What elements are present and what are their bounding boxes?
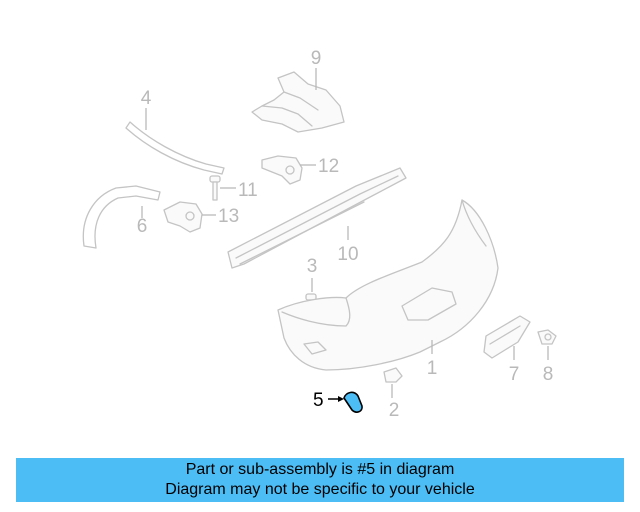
callout-2: 2 (389, 400, 400, 421)
part-4-arch-trim (125, 121, 225, 175)
callout-10: 10 (337, 244, 358, 265)
callout-3: 3 (307, 256, 318, 277)
part-10-absorber (227, 167, 407, 269)
part-6-arch-flare (82, 185, 161, 249)
part-11-bolt (209, 175, 221, 201)
part-8-fastener (537, 329, 557, 345)
info-banner: Part or sub-assembly is #5 in diagram Di… (16, 458, 624, 502)
part-1-bumper-cover (277, 199, 499, 371)
callout-9: 9 (311, 48, 322, 69)
callout-13: 13 (218, 206, 239, 227)
part-7-side-trim (483, 315, 531, 359)
leader-5-arrowhead (338, 396, 344, 402)
part-5-reflector (343, 391, 363, 413)
callout-1: 1 (427, 358, 438, 379)
callout-12: 12 (318, 156, 339, 177)
banner-line-part: Part or sub-assembly is #5 in diagram (185, 461, 455, 478)
callout-8: 8 (543, 364, 554, 385)
callout-7: 7 (509, 364, 520, 385)
callout-6: 6 (137, 216, 148, 237)
callout-11: 11 (238, 180, 258, 201)
part-12-bracket (261, 155, 303, 185)
callout-5: 5 (313, 390, 324, 411)
banner-line-disclaimer: Diagram may not be specific to your vehi… (165, 481, 475, 498)
part-13-bracket (163, 201, 203, 233)
part-9-bracket (251, 71, 345, 133)
part-2-clip (383, 367, 403, 383)
callout-4: 4 (141, 88, 152, 109)
